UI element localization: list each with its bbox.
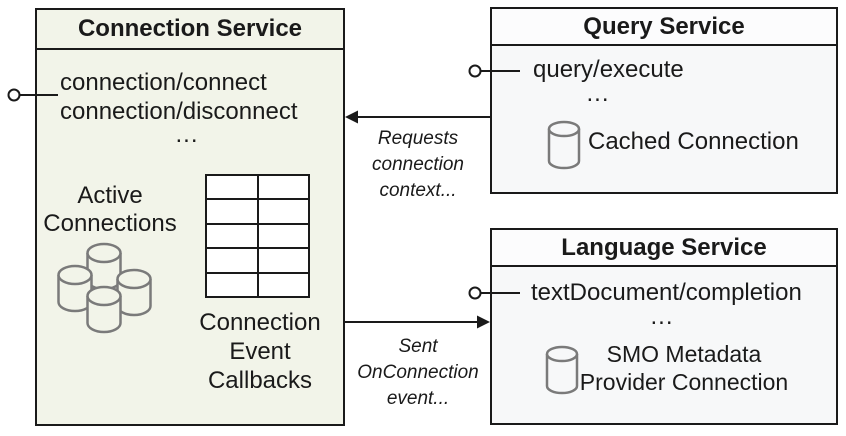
callback-table-cell [207, 224, 257, 248]
smo-metadata-provider-label: SMO Metadata Provider Connection [579, 341, 789, 395]
cached-connection-label: Cached Connection [588, 128, 799, 155]
callback-table-cell [258, 249, 308, 272]
callback-table-icon [205, 174, 310, 298]
cached-connection-database-icon [547, 120, 581, 170]
active-connections-database-icon [57, 242, 152, 334]
callback-table-cell [258, 200, 308, 223]
requests-connection-context-label: Requests connection context... [372, 128, 464, 201]
language-service-title: Language Service [492, 230, 836, 267]
connection-service-methods: connection/connect connection/disconnect [60, 68, 298, 126]
method-query-execute: query/execute [533, 56, 684, 83]
method-connection-connect: connection/connect [60, 69, 267, 96]
query-service-title: Query Service [492, 9, 836, 46]
language-service-box: Language Service textDocument/completion… [490, 228, 838, 425]
language-methods-ellipsis: ... [650, 303, 674, 330]
callback-table-cell [258, 224, 308, 248]
connection-service-box: Connection Service connection/connect co… [35, 8, 345, 426]
query-methods-ellipsis: ... [586, 80, 610, 107]
callback-table-cell [207, 273, 257, 296]
method-textdocument-completion: textDocument/completion [531, 279, 802, 306]
arrow-connection-to-language-icon [345, 315, 490, 329]
callback-table-cell [207, 200, 257, 223]
callback-table-cell [258, 176, 308, 199]
callback-table-cell [258, 273, 308, 296]
arrow-query-to-connection-icon [345, 110, 490, 124]
connection-methods-ellipsis: ... [175, 121, 199, 148]
method-connection-disconnect: connection/disconnect [60, 98, 298, 125]
callback-table-cell [207, 176, 257, 199]
connection-service-title: Connection Service [37, 10, 343, 50]
callback-table-cell [207, 249, 257, 272]
query-service-box: Query Service query/execute ... Cached C… [490, 7, 838, 194]
active-connections-label: Active Connections [43, 182, 177, 237]
sent-onconnection-event-label: Sent OnConnection event... [357, 336, 479, 409]
smo-metadata-database-icon [545, 345, 579, 395]
connection-event-callbacks-label: Connection Event Callbacks [199, 309, 321, 394]
